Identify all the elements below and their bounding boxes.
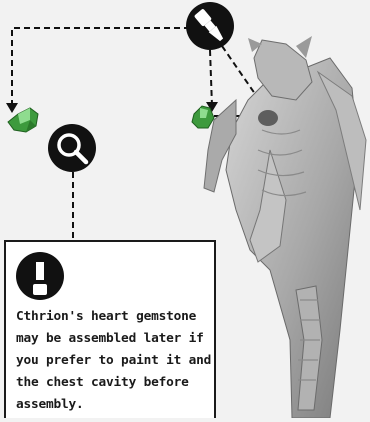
note-line: may be assembled later if (16, 331, 204, 346)
note-line: assembly. (16, 397, 84, 412)
paint-to-loose-gem-line (12, 28, 190, 106)
note-line: you prefer to paint it and (16, 353, 211, 368)
note-line: Cthrion's heart gemstone (16, 309, 196, 324)
magnifier-icon (48, 124, 96, 172)
paintbrush-icon (186, 2, 234, 50)
mounted-gemstone (192, 106, 214, 128)
loose-gem-arrowhead (6, 103, 18, 113)
warning-callout: Cthrion's heart gemstone may be assemble… (4, 240, 216, 418)
paint-to-mounted-gem-line (210, 50, 212, 106)
chest-cavity (258, 110, 278, 126)
exclamation-icon (16, 252, 64, 300)
dragon-figure (204, 36, 366, 418)
note-line: the chest cavity before (16, 375, 189, 390)
warning-note-text: Cthrion's heart gemstone may be assemble… (16, 306, 214, 416)
